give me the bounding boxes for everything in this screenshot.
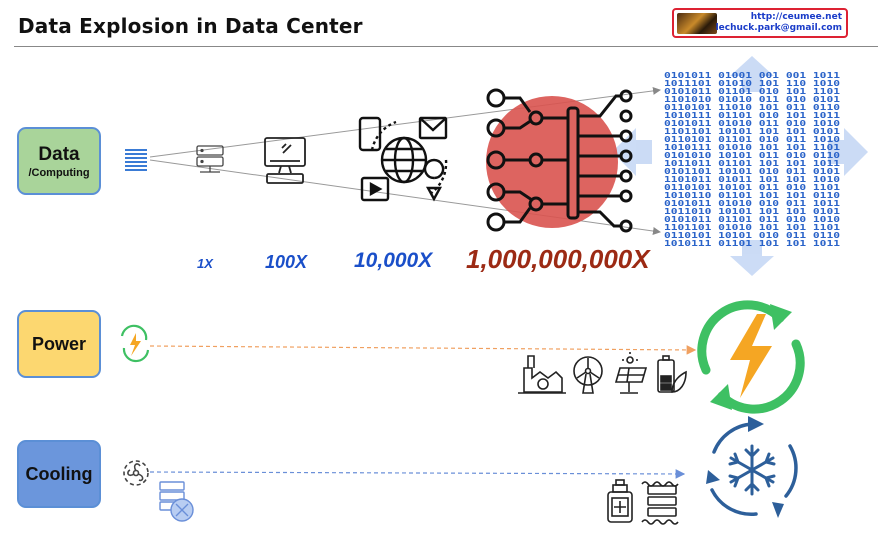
power-cycle-large-icon [697,300,805,414]
binary-row: 0101011 01010 010 011 1011 [664,198,840,208]
battery-eco-icon [657,355,687,393]
snowflake-cycle-icon [706,416,798,518]
desktop-computer-icon [264,137,306,184]
page-title: Data Explosion in Data Center [18,14,363,38]
power-flow-line [149,345,697,355]
binary-row: 0101011 01001 001 001 1011 [664,70,840,80]
title-divider [14,46,878,47]
binary-data-icon [125,149,147,171]
ai-chip-icon [486,88,633,233]
data-explosion-arrows [612,56,868,276]
binary-row: 1101101 10101 101 101 0101 [664,126,840,136]
binary-row: 1101011 01011 101 101 1010 [664,174,840,184]
contact-email[interactable]: lechuck.park@gmail.com [715,23,842,33]
category-data-label: Data [38,144,80,165]
binary-row: 1010111 01101 101 101 1011 [664,238,840,248]
power-cycle-icon [120,324,150,363]
category-cooling-box: Cooling [17,440,101,508]
wind-turbine-icon [573,356,603,394]
binary-row: 0110101 01101 010 011 1010 [664,134,840,144]
nuclear-plant-icon [518,355,566,394]
binary-row: 1010111 01010 101 101 1101 [664,142,840,152]
category-data-box: Data /Computing [17,127,101,195]
binary-row: 0110101 11010 101 011 0110 [664,102,840,112]
binary-row: 0101011 01101 011 010 1010 [664,214,840,224]
binary-row: 1011101 01010 101 110 1010 [664,78,840,88]
category-data-sublabel: /Computing [28,167,90,179]
binary-row: 1011011 01101 101 101 1011 [664,158,840,168]
server-icon [196,145,224,173]
server-cooling-icon [159,481,194,522]
fan-icon [123,460,149,486]
binary-row: 1010110 01101 101 101 0110 [664,190,840,200]
binary-row: 0110101 10101 011 010 1101 [664,182,840,192]
multiplier-100x: 100X [265,252,308,272]
category-power-box: Power [17,310,101,378]
contact-url[interactable]: http://ceumee.net [750,12,842,22]
binary-row: 1101010 01010 011 010 0101 [664,94,840,104]
multiplier-1x: 1X [197,256,213,271]
contact-box: http://ceumee.net lechuck.park@gmail.com [672,8,848,38]
binary-row: 0101011 01101 010 101 1101 [664,86,840,96]
multiplier-10000x: 10,000X [354,249,433,272]
cooling-flow-line [149,469,686,479]
binary-row: 1011010 10101 101 101 0101 [664,206,840,216]
binary-row: 1010111 01101 010 101 1011 [664,110,840,120]
author-photo [677,13,717,34]
solar-panel-icon [614,352,648,394]
coolant-icon [607,479,633,523]
binary-row: 1101101 01010 101 101 1101 [664,222,840,232]
multiplier-billion-x: 1,000,000,000X [466,244,650,274]
binary-row: 0101101 10101 010 011 0101 [664,166,840,176]
binary-row: 0101011 01010 011 010 1010 [664,118,840,128]
binary-row: 0101010 10101 011 010 0110 [664,150,840,160]
mobile-internet-icon [358,116,448,202]
liquid-cooled-server-icon [641,481,679,525]
binary-row: 0110101 10101 010 011 0110 [664,230,840,240]
